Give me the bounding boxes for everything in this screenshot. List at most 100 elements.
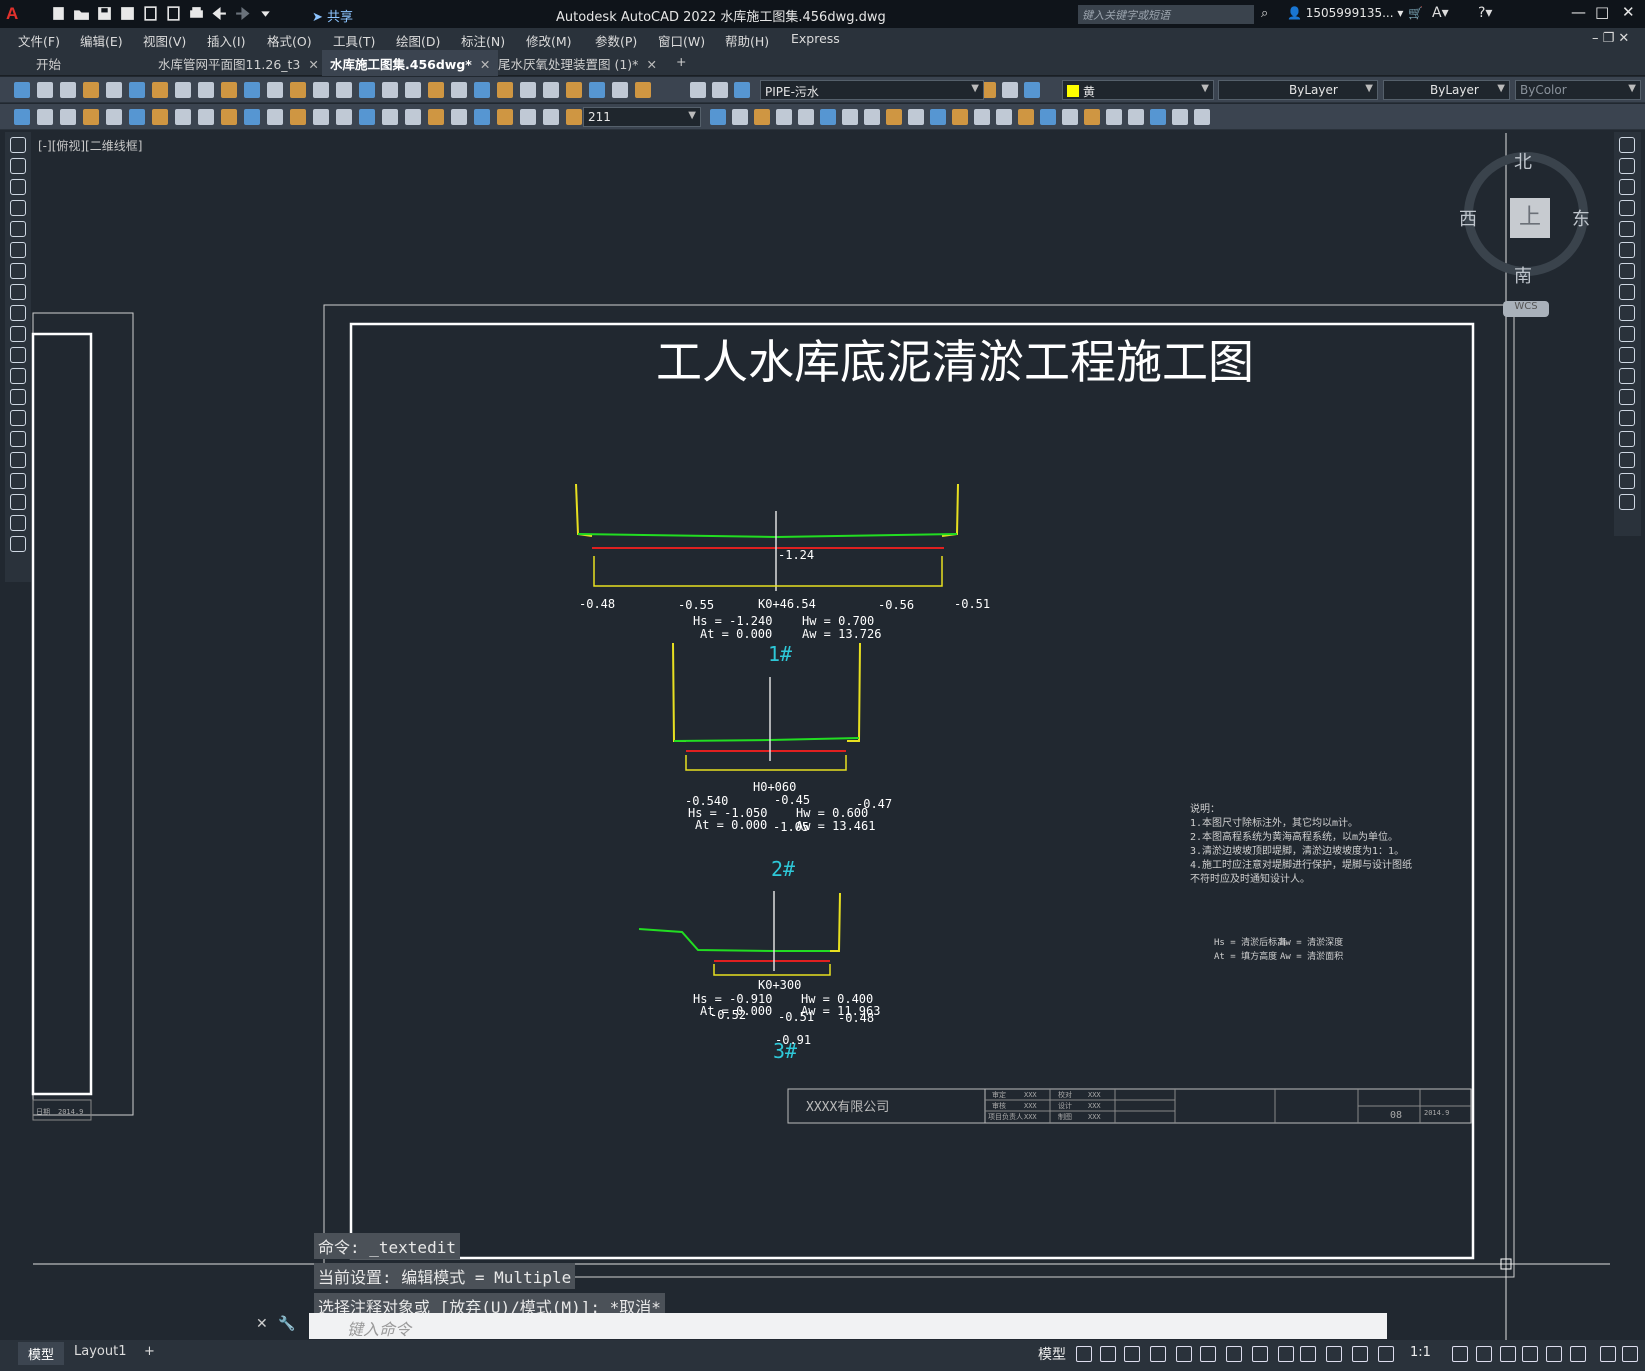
status-toggle-icon[interactable]	[1476, 1346, 1492, 1362]
draw-tool-icon[interactable]	[10, 284, 26, 300]
dimension-tool-icon[interactable]	[908, 109, 924, 125]
dimension-tool-icon[interactable]	[221, 109, 237, 125]
dimension-tool-icon[interactable]	[974, 109, 990, 125]
tab-close-icon[interactable]: ✕	[308, 57, 319, 72]
modify-tool-icon[interactable]	[1619, 410, 1635, 426]
dimension-tool-icon[interactable]	[83, 109, 99, 125]
status-toggle-icon[interactable]	[1546, 1346, 1562, 1362]
dimension-tool-icon[interactable]	[359, 109, 375, 125]
help-search-input[interactable]: 键入关键字或短语	[1078, 5, 1254, 24]
viewport-controls-label[interactable]: [-][俯视][二维线框]	[38, 139, 143, 153]
status-toggle-icon[interactable]	[1378, 1346, 1394, 1362]
viewcube-south[interactable]: 南	[1514, 266, 1532, 287]
command-customize-icon[interactable]: 🔧	[278, 1316, 296, 1332]
toolbar-tool-icon[interactable]	[129, 82, 145, 98]
dimension-tool-icon[interactable]	[37, 109, 53, 125]
draw-tool-icon[interactable]	[10, 389, 26, 405]
toolbar-tool-icon[interactable]	[690, 82, 706, 98]
tab-tailwater-device[interactable]: 尾水厌氧处理装置图 (1)*✕	[490, 50, 665, 76]
dimension-tool-icon[interactable]	[474, 109, 490, 125]
menu-file[interactable]: 文件(F)	[18, 34, 60, 49]
save-as-icon[interactable]	[119, 5, 136, 22]
tab-pipe-network[interactable]: 水库管网平面图11.26_t3✕	[150, 50, 327, 76]
toolbar-tool-icon[interactable]	[497, 82, 513, 98]
modify-tool-icon[interactable]	[1619, 452, 1635, 468]
dimension-tool-icon[interactable]	[754, 109, 770, 125]
toolbar-tool-icon[interactable]	[60, 82, 76, 98]
section-1[interactable]: -1.24 -0.48 -0.55 K0+46.54 -0.56 -0.51 H…	[575, 483, 990, 666]
toolbar-tool-icon[interactable]	[382, 82, 398, 98]
draw-tool-icon[interactable]	[10, 410, 26, 426]
dimension-tool-icon[interactable]	[428, 109, 444, 125]
menu-view[interactable]: 视图(V)	[143, 34, 187, 49]
status-toggle-icon[interactable]	[1622, 1346, 1638, 1362]
status-toggle-icon[interactable]	[1570, 1346, 1586, 1362]
status-toggle-icon[interactable]	[1522, 1346, 1538, 1362]
toolbar-tool-icon[interactable]	[244, 82, 260, 98]
toolbar-tool-icon[interactable]	[612, 82, 628, 98]
plotstyle-dropdown[interactable]: ByColor▼	[1515, 80, 1641, 100]
dimension-tool-icon[interactable]	[497, 109, 513, 125]
autodesk-app-icon[interactable]: A▾	[1432, 5, 1449, 21]
autocad-logo-icon[interactable]: A	[6, 4, 19, 23]
modify-tool-icon[interactable]	[1619, 284, 1635, 300]
draw-tool-icon[interactable]	[10, 431, 26, 447]
toolbar-tool-icon[interactable]	[14, 82, 30, 98]
dimension-tool-icon[interactable]	[543, 109, 559, 125]
command-close-icon[interactable]: ✕	[256, 1316, 268, 1332]
wcs-menu-button[interactable]: WCS	[1503, 301, 1549, 317]
dimension-tool-icon[interactable]	[1040, 109, 1056, 125]
legend-block[interactable]: Hs = 清淤后标高 Hw = 清淤深度 At = 填方高度 Aw = 清淤面积	[1214, 936, 1343, 962]
menu-dimension[interactable]: 标注(N)	[461, 34, 506, 49]
toolbar-tool-icon[interactable]	[1002, 82, 1018, 98]
tab-close-icon[interactable]: ✕	[646, 57, 657, 72]
undo-icon[interactable]	[211, 5, 228, 22]
dimension-tool-icon[interactable]	[244, 109, 260, 125]
dimension-tool-icon[interactable]	[313, 109, 329, 125]
toolbar-tool-icon[interactable]	[1024, 82, 1040, 98]
cart-icon[interactable]: 🛒	[1408, 6, 1423, 20]
menu-format[interactable]: 格式(O)	[267, 34, 312, 49]
toolbar-tool-icon[interactable]	[520, 82, 536, 98]
status-toggle-icon[interactable]	[1076, 1346, 1092, 1362]
plot-icon[interactable]	[188, 5, 205, 22]
dimension-tool-icon[interactable]	[798, 109, 814, 125]
dimension-tool-icon[interactable]	[1128, 109, 1144, 125]
toolbar-tool-icon[interactable]	[734, 82, 750, 98]
toolbar-tool-icon[interactable]	[37, 82, 53, 98]
dimension-tool-icon[interactable]	[952, 109, 968, 125]
dimension-tool-icon[interactable]	[336, 109, 352, 125]
dimension-tool-icon[interactable]	[864, 109, 880, 125]
color-dropdown[interactable]: 黄▼	[1062, 80, 1214, 100]
modify-tool-icon[interactable]	[1619, 158, 1635, 174]
dimension-tool-icon[interactable]	[710, 109, 726, 125]
dimension-tool-icon[interactable]	[930, 109, 946, 125]
section-3[interactable]: K0+300 Hs = -0.910 At = 0.000 -0.52 Hw =…	[638, 891, 880, 1063]
toolbar-tool-icon[interactable]	[566, 82, 582, 98]
menu-modify[interactable]: 修改(M)	[526, 34, 572, 49]
dimension-tool-icon[interactable]	[60, 109, 76, 125]
status-toggle-icon[interactable]	[1200, 1346, 1216, 1362]
draw-tool-icon[interactable]	[10, 158, 26, 174]
toolbar-tool-icon[interactable]	[175, 82, 191, 98]
draw-tool-icon[interactable]	[10, 515, 26, 531]
status-toggle-icon[interactable]	[1226, 1346, 1242, 1362]
dimension-tool-icon[interactable]	[566, 109, 582, 125]
status-toggle-icon[interactable]	[1150, 1346, 1166, 1362]
status-toggle-icon[interactable]	[1278, 1346, 1294, 1362]
toolbar-tool-icon[interactable]	[106, 82, 122, 98]
tab-start[interactable]: 开始	[28, 50, 69, 76]
menu-parametric[interactable]: 参数(P)	[595, 34, 638, 49]
dimension-tool-icon[interactable]	[520, 109, 536, 125]
modify-tool-icon[interactable]	[1619, 494, 1635, 510]
dimension-tool-icon[interactable]	[451, 109, 467, 125]
tab-reservoir-drawings[interactable]: 水库施工图集.456dwg*✕	[322, 50, 499, 76]
export-icon[interactable]	[165, 5, 182, 22]
toolbar-tool-icon[interactable]	[543, 82, 559, 98]
dimension-tool-icon[interactable]	[996, 109, 1012, 125]
status-toggle-icon[interactable]	[1326, 1346, 1342, 1362]
help-icon[interactable]: ?▾	[1478, 5, 1493, 21]
tab-close-icon[interactable]: ✕	[479, 57, 491, 72]
modify-tool-icon[interactable]	[1619, 242, 1635, 258]
status-toggle-icon[interactable]	[1100, 1346, 1116, 1362]
